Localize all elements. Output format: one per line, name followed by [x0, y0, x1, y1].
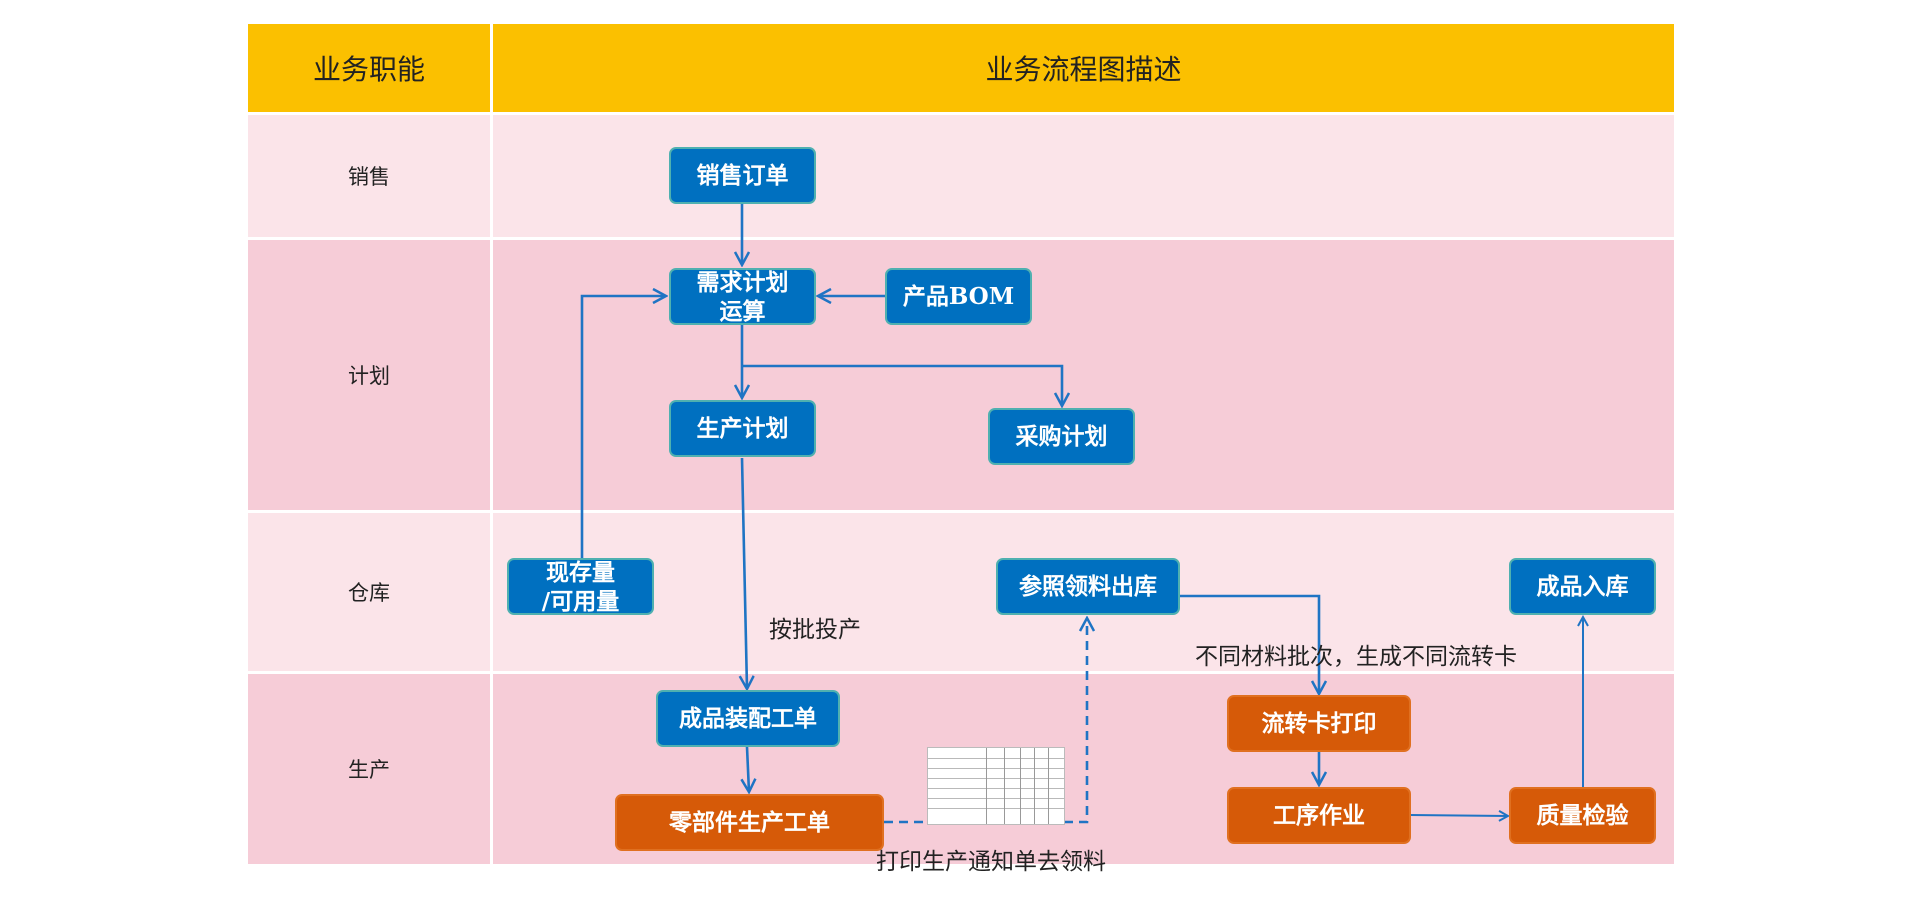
lane-label-plan: 计划	[248, 240, 490, 510]
node-purchase-plan-label: 采购计划	[1015, 423, 1108, 450]
header-flow-label: 业务流程图描述	[985, 53, 1182, 86]
header-flow-description: 业务流程图描述	[493, 24, 1674, 112]
arrow-operation-to-quality	[1409, 815, 1508, 816]
arrow-issue-to-card-print	[1180, 594, 1319, 694]
node-transfer-card-print[interactable]: 流转卡打印	[1227, 695, 1411, 752]
production-notice-thumbnail	[927, 747, 1065, 825]
lane-production-text: 生产	[348, 758, 390, 782]
node-finished-goods-in[interactable]: 成品入库	[1509, 558, 1656, 615]
node-production-plan-label: 生产计划	[696, 415, 789, 442]
node-assembly-order-label: 成品装配工单	[679, 705, 817, 732]
node-product-bom-label: 产品BOM	[902, 283, 1015, 310]
lane-label-warehouse: 仓库	[248, 513, 490, 671]
node-production-plan[interactable]: 生产计划	[669, 400, 816, 457]
node-material-issue[interactable]: 参照领料出库	[996, 558, 1180, 615]
arrow-plan-to-assembly	[742, 457, 747, 689]
lane-label-sales: 销售	[248, 115, 490, 237]
node-finished-goods-in-label: 成品入库	[1536, 573, 1629, 600]
node-stock-label: 现存量 /可用量	[541, 558, 620, 615]
node-operation[interactable]: 工序作业	[1227, 787, 1411, 844]
node-sales-order[interactable]: 销售订单	[669, 147, 816, 204]
node-product-bom[interactable]: 产品BOM	[885, 268, 1032, 325]
node-quality-check-label: 质量检验	[1536, 802, 1629, 829]
node-assembly-order[interactable]: 成品装配工单	[656, 690, 840, 747]
node-operation-label: 工序作业	[1273, 802, 1365, 829]
node-mrp-label: 需求计划 运算	[696, 268, 789, 325]
lane-label-production: 生产	[248, 674, 490, 864]
header-business-function: 业务职能	[248, 24, 490, 112]
node-parts-order-label: 零部件生产工单	[669, 809, 830, 836]
arrow-stock-to-mrp	[580, 296, 666, 558]
annotation-batch-cards: 不同材料批次，生成不同流转卡	[1195, 644, 1517, 670]
lane-sales-text: 销售	[348, 165, 390, 189]
node-purchase-plan[interactable]: 采购计划	[988, 408, 1135, 465]
annotation-print-notice: 打印生产通知单去领料	[876, 849, 1106, 875]
lane-warehouse-text: 仓库	[348, 581, 390, 605]
node-stock[interactable]: 现存量 /可用量	[507, 558, 654, 615]
node-transfer-card-print-label: 流转卡打印	[1261, 710, 1377, 737]
arrow-mrp-to-purchase-plan	[742, 364, 1062, 406]
annotation-batch-release: 按批投产	[769, 617, 861, 643]
lane-plan-text: 计划	[348, 364, 390, 388]
node-quality-check[interactable]: 质量检验	[1509, 787, 1656, 844]
arrow-assembly-to-parts	[747, 746, 749, 792]
node-mrp[interactable]: 需求计划 运算	[669, 268, 816, 325]
header-function-label: 业务职能	[312, 53, 425, 86]
node-material-issue-label: 参照领料出库	[1019, 573, 1157, 600]
node-sales-order-label: 销售订单	[696, 162, 789, 189]
node-parts-order[interactable]: 零部件生产工单	[615, 794, 884, 851]
